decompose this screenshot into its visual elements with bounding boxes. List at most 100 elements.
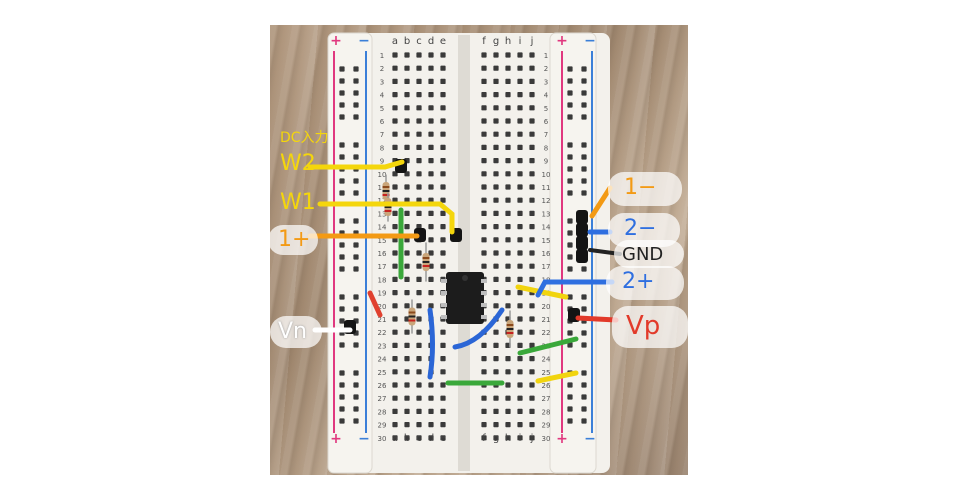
hole bbox=[440, 408, 446, 414]
row-number: 9 bbox=[544, 158, 548, 166]
row-number: 27 bbox=[378, 395, 387, 403]
ic-pin bbox=[441, 315, 447, 319]
rail-hole bbox=[581, 306, 587, 312]
row-number: 17 bbox=[378, 263, 387, 271]
hole bbox=[517, 118, 523, 124]
rail-hole bbox=[353, 406, 359, 412]
rail-hole bbox=[353, 370, 359, 376]
rail-hole bbox=[567, 394, 573, 400]
row-number: 6 bbox=[380, 118, 385, 126]
row-number: 6 bbox=[544, 118, 549, 126]
row-number: 21 bbox=[378, 316, 387, 324]
rail-hole bbox=[567, 230, 573, 236]
hole bbox=[493, 356, 499, 362]
resistor-4-band bbox=[506, 324, 514, 326]
rail-hole bbox=[339, 406, 345, 412]
hole bbox=[392, 250, 398, 256]
hole bbox=[493, 369, 499, 375]
row-number: 16 bbox=[378, 250, 387, 258]
rail-hole bbox=[353, 254, 359, 260]
hole bbox=[529, 408, 535, 414]
hole bbox=[505, 395, 511, 401]
hole bbox=[529, 105, 535, 111]
two-plus-label: 2+ bbox=[622, 269, 655, 294]
rail-hole bbox=[353, 218, 359, 224]
hole bbox=[428, 237, 434, 243]
gnd-label: GND bbox=[622, 244, 664, 265]
hole bbox=[404, 184, 410, 190]
hole bbox=[428, 408, 434, 414]
rail-hole bbox=[353, 142, 359, 148]
hole bbox=[428, 382, 434, 388]
rail-hole bbox=[353, 114, 359, 120]
hole bbox=[517, 158, 523, 164]
ic-pin bbox=[481, 291, 487, 295]
hole bbox=[392, 105, 398, 111]
ic-pin bbox=[481, 279, 487, 283]
column-letter: c bbox=[416, 433, 422, 444]
hole bbox=[529, 144, 535, 150]
hole bbox=[416, 131, 422, 137]
hole bbox=[493, 52, 499, 58]
hole bbox=[517, 171, 523, 177]
hole bbox=[392, 290, 398, 296]
hole bbox=[517, 342, 523, 348]
rail-hole bbox=[339, 370, 345, 376]
hole bbox=[428, 65, 434, 71]
hole bbox=[392, 382, 398, 388]
hole bbox=[529, 78, 535, 84]
row-number: 11 bbox=[542, 184, 551, 192]
row-number: 7 bbox=[380, 131, 384, 139]
hole bbox=[392, 422, 398, 428]
hole bbox=[404, 382, 410, 388]
rail-hole bbox=[581, 178, 587, 184]
rail-symbol: + bbox=[556, 33, 568, 49]
row-number: 4 bbox=[380, 92, 385, 100]
hole bbox=[416, 342, 422, 348]
rail-hole bbox=[339, 142, 345, 148]
hole bbox=[529, 92, 535, 98]
hole bbox=[505, 303, 511, 309]
hole bbox=[440, 342, 446, 348]
hole bbox=[529, 65, 535, 71]
hole bbox=[440, 92, 446, 98]
row-number: 13 bbox=[542, 210, 551, 218]
column-letter: f bbox=[482, 433, 486, 444]
hole bbox=[404, 52, 410, 58]
hole bbox=[481, 184, 487, 190]
hole bbox=[505, 197, 511, 203]
rail-hole bbox=[581, 318, 587, 324]
hole bbox=[517, 250, 523, 256]
row-number: 8 bbox=[380, 144, 384, 152]
ic-notch bbox=[462, 275, 468, 281]
resistor-5-band bbox=[384, 202, 392, 204]
resistor-4-band bbox=[506, 328, 514, 330]
rail-hole bbox=[339, 306, 345, 312]
hole bbox=[517, 144, 523, 150]
hole bbox=[517, 303, 523, 309]
row-number: 10 bbox=[378, 171, 387, 179]
column-letter: h bbox=[505, 36, 511, 47]
hole bbox=[428, 197, 434, 203]
rail-hole bbox=[353, 166, 359, 172]
hole bbox=[428, 263, 434, 269]
hole bbox=[404, 303, 410, 309]
row-number: 21 bbox=[542, 316, 551, 324]
hole bbox=[481, 197, 487, 203]
hole bbox=[493, 224, 499, 230]
rail-hole bbox=[581, 166, 587, 172]
row-number: 12 bbox=[378, 197, 387, 205]
resistor-3 bbox=[408, 307, 416, 326]
hole bbox=[392, 237, 398, 243]
row-number: 27 bbox=[542, 395, 551, 403]
hole bbox=[493, 65, 499, 71]
hole bbox=[416, 52, 422, 58]
hole bbox=[505, 382, 511, 388]
hole bbox=[517, 408, 523, 414]
hole bbox=[517, 369, 523, 375]
hole bbox=[416, 171, 422, 177]
row-number: 2 bbox=[380, 65, 384, 73]
rail-hole bbox=[339, 394, 345, 400]
row-number: 15 bbox=[378, 237, 387, 245]
rail-hole bbox=[567, 66, 573, 72]
